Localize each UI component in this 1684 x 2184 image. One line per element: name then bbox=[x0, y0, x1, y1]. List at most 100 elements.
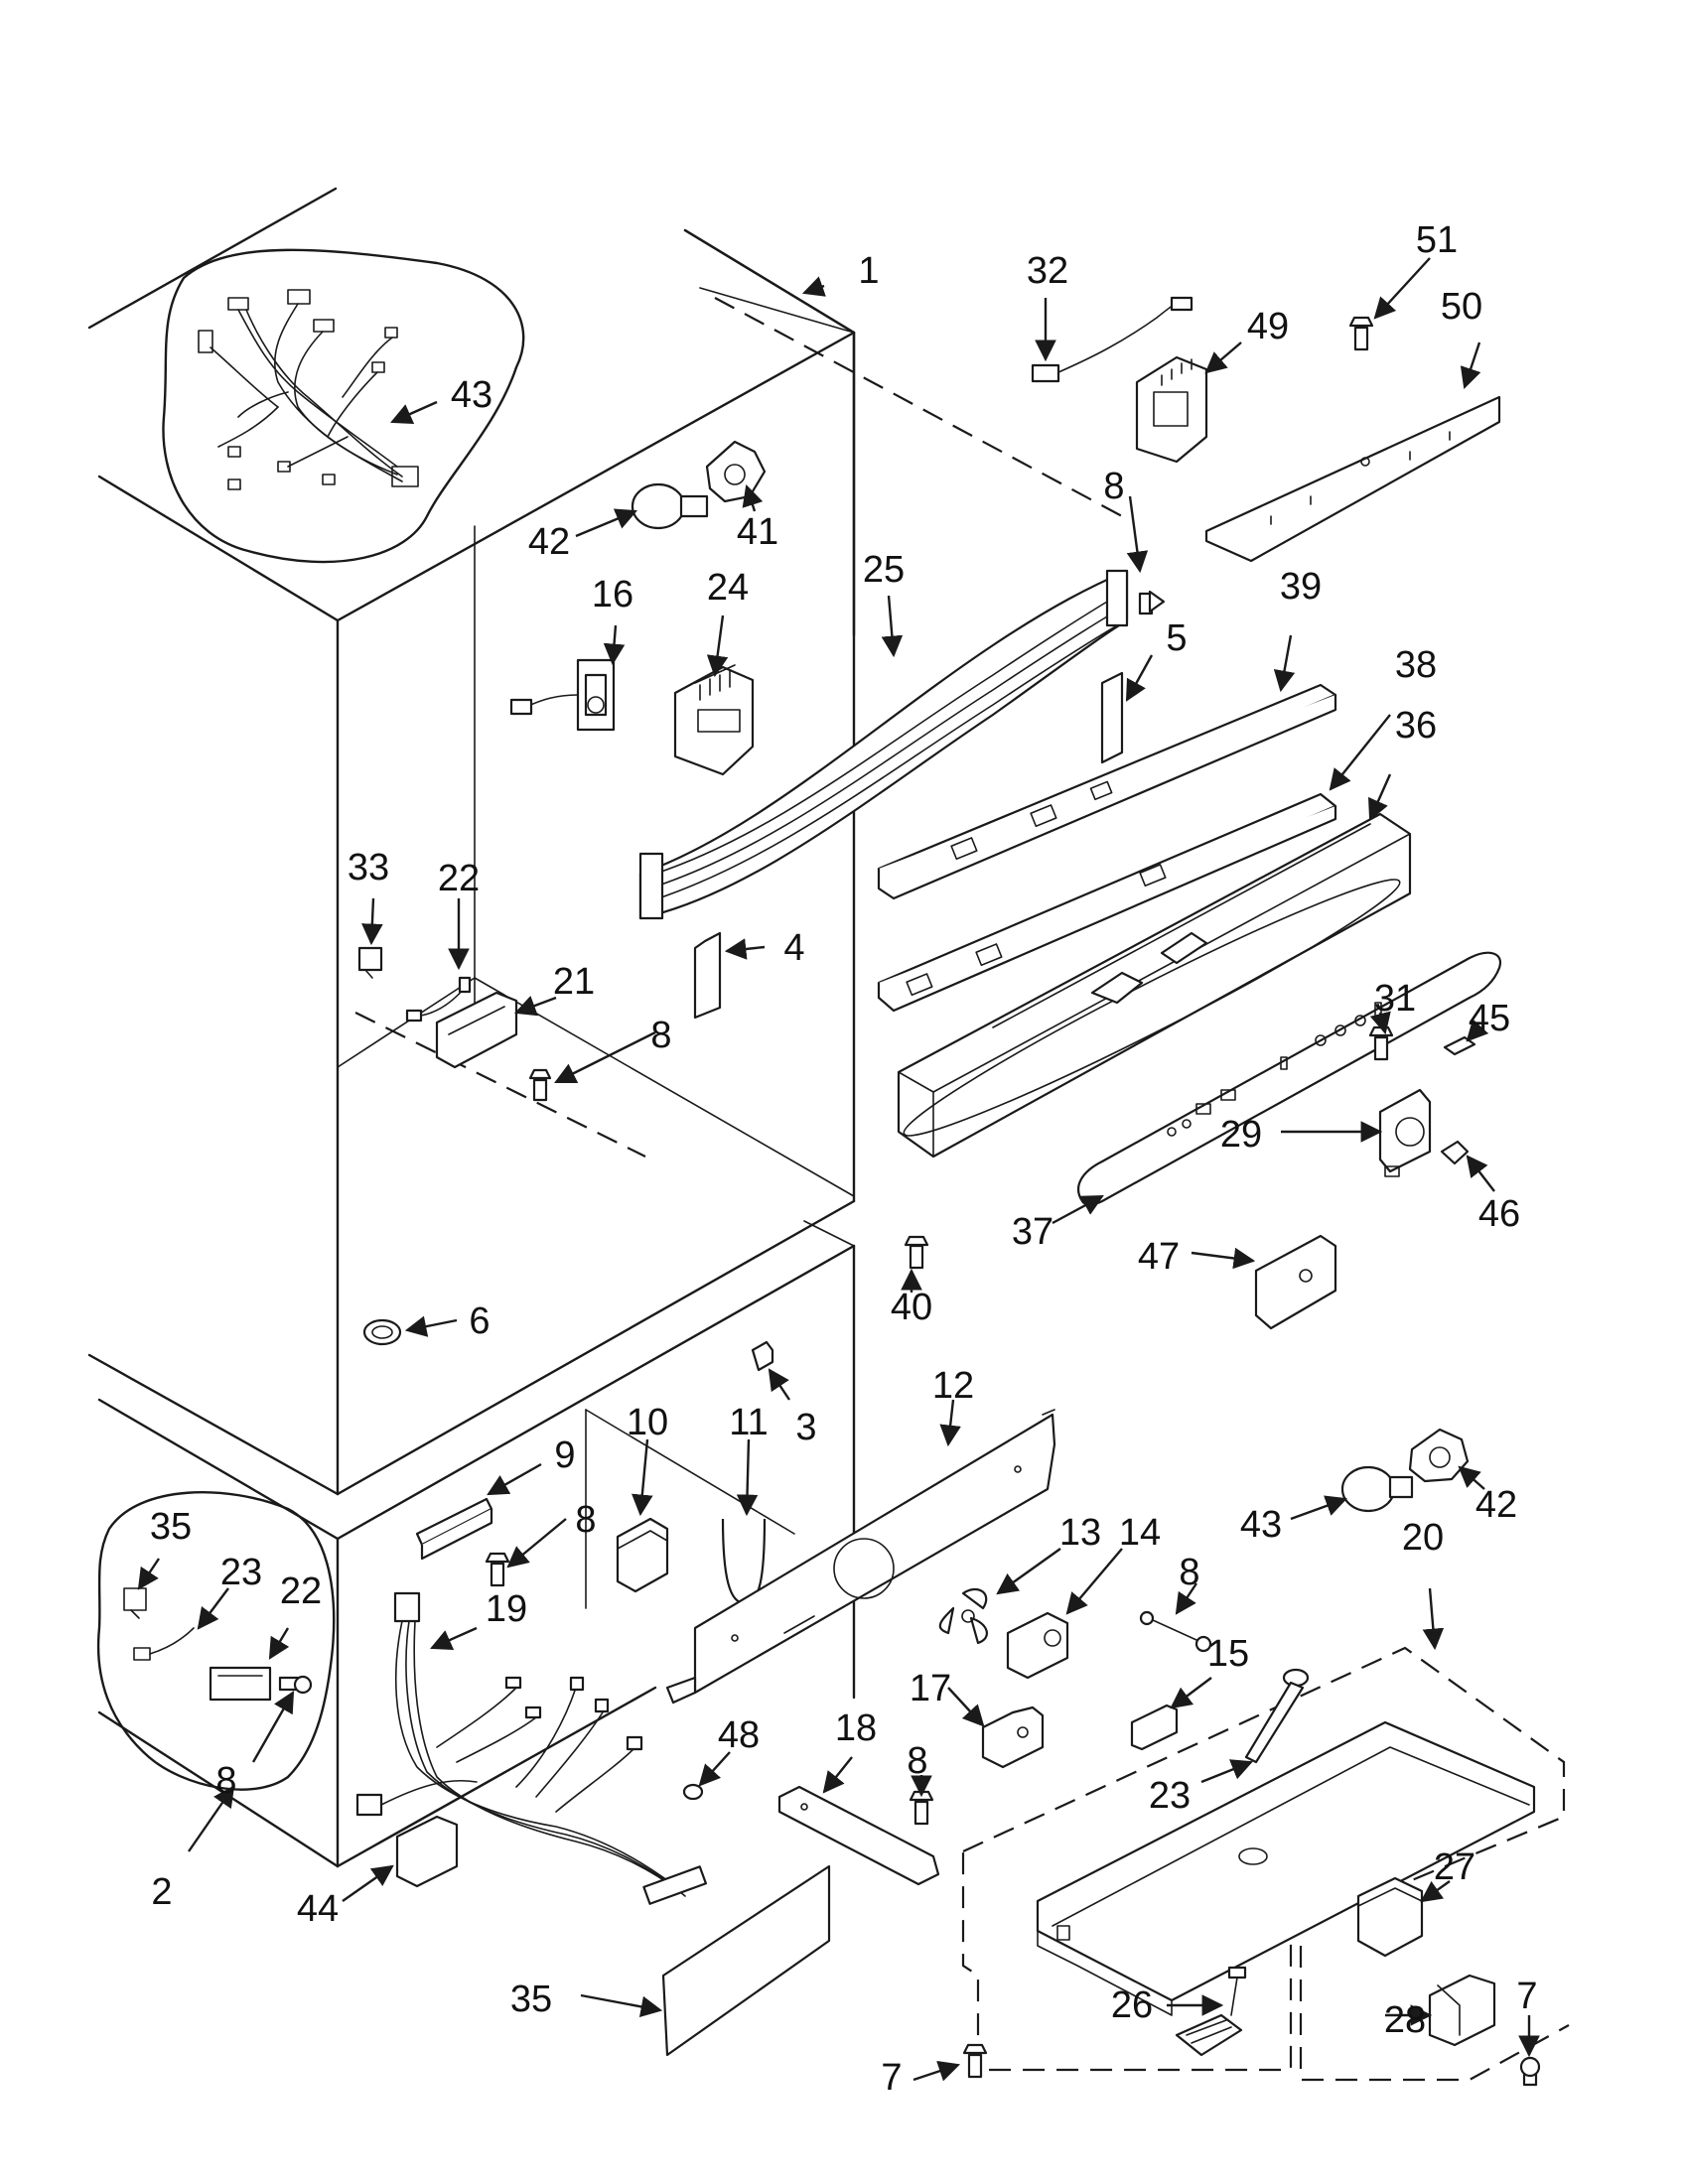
callout-leader-31 bbox=[1369, 1011, 1391, 1035]
callout-label-15: 15 bbox=[1207, 1633, 1249, 1675]
callout-label-26: 26 bbox=[1111, 1984, 1153, 2026]
bracket-35-upper bbox=[357, 946, 383, 979]
callout-label-41: 41 bbox=[737, 511, 778, 553]
callout-label-9: 9 bbox=[554, 1434, 575, 1476]
callout-label-40: 40 bbox=[891, 1287, 932, 1328]
callout-leader-11 bbox=[736, 1438, 759, 1517]
callout-leader-8 bbox=[554, 1030, 656, 1084]
callout-leader-7 bbox=[912, 2060, 961, 2082]
callout-leader-47 bbox=[1191, 1247, 1256, 1270]
callout-label-43: 43 bbox=[1240, 1504, 1282, 1546]
callout-leader-46 bbox=[1466, 1155, 1495, 1192]
callout-label-47: 47 bbox=[1138, 1236, 1180, 1278]
callout-label-22: 22 bbox=[280, 1570, 322, 1612]
screw-7-right bbox=[1519, 2056, 1541, 2087]
clip-3 bbox=[751, 1340, 774, 1372]
housing-25 bbox=[673, 664, 755, 776]
callout-label-51: 51 bbox=[1416, 219, 1458, 261]
callout-label-17: 17 bbox=[910, 1668, 951, 1709]
callout-label-5: 5 bbox=[1166, 617, 1187, 659]
screw-7-left bbox=[962, 2043, 988, 2079]
screw-8-upper-right bbox=[1138, 590, 1166, 615]
callout-label-37: 37 bbox=[1012, 1211, 1053, 1253]
callout-label-44: 44 bbox=[297, 1888, 339, 1930]
callout-leader-16 bbox=[603, 624, 626, 666]
callout-leaders bbox=[137, 257, 1540, 2082]
callout-leader-8 bbox=[1126, 495, 1149, 574]
callout-leader-49 bbox=[1204, 341, 1242, 374]
callout-leader-39 bbox=[1273, 634, 1296, 693]
switch-22-upper bbox=[435, 991, 518, 1069]
callout-leader-2 bbox=[188, 1785, 235, 1852]
callout-leader-35 bbox=[580, 1993, 663, 2018]
callout-label-25: 25 bbox=[863, 549, 905, 591]
callout-label-39: 39 bbox=[1280, 566, 1322, 608]
callout-leader-45 bbox=[1466, 1019, 1489, 1042]
callout-leader-12 bbox=[939, 1399, 961, 1447]
cover-51 bbox=[1204, 395, 1501, 563]
callout-leader-8 bbox=[251, 1691, 295, 1763]
callout-label-35: 35 bbox=[510, 1979, 552, 2020]
callout-label-3: 3 bbox=[795, 1407, 816, 1448]
callout-leader-15 bbox=[1170, 1677, 1212, 1709]
callout-label-28: 28 bbox=[1384, 1999, 1426, 2041]
callout-label-46: 46 bbox=[1478, 1193, 1520, 1235]
callout-leader-42 bbox=[1458, 1465, 1485, 1490]
bracket-29 bbox=[1428, 1974, 1496, 2047]
callout-label-7: 7 bbox=[1516, 1976, 1537, 2017]
grille-26 bbox=[638, 569, 1129, 920]
block-5 bbox=[1100, 671, 1124, 764]
bracket-19 bbox=[777, 1785, 940, 1886]
wire-harness-20 bbox=[355, 1591, 708, 1905]
callout-label-4: 4 bbox=[783, 927, 804, 969]
control-housing-37 bbox=[897, 812, 1412, 1159]
wire-harness-detail-bottom bbox=[96, 1491, 336, 1791]
callout-leader-23 bbox=[1200, 1759, 1254, 1784]
callout-leader-33 bbox=[361, 897, 383, 946]
screw-52 bbox=[1348, 316, 1374, 351]
panel-13 bbox=[665, 1409, 1056, 1705]
callout-leader-50 bbox=[1460, 341, 1481, 390]
screw-8-lower-left bbox=[485, 1552, 510, 1587]
callout-label-21: 21 bbox=[553, 961, 595, 1003]
callout-label-13: 13 bbox=[1059, 1512, 1101, 1554]
sensor-33 bbox=[1031, 296, 1193, 383]
callout-label-23: 23 bbox=[220, 1552, 262, 1593]
block-11 bbox=[616, 1517, 669, 1593]
callout-label-31: 31 bbox=[1374, 978, 1416, 1020]
callout-leader-22 bbox=[268, 1627, 290, 1660]
bracket-10 bbox=[415, 1497, 493, 1561]
callout-label-8: 8 bbox=[907, 1740, 927, 1782]
grommet-49 bbox=[682, 1783, 704, 1801]
plug-6 bbox=[362, 1318, 402, 1346]
callout-label-23: 23 bbox=[1149, 1775, 1191, 1817]
lamp-socket-lower bbox=[1408, 1428, 1470, 1483]
housing-50 bbox=[1135, 355, 1208, 464]
callout-label-6: 6 bbox=[469, 1300, 490, 1342]
bracket-16 bbox=[1130, 1704, 1179, 1751]
callout-leader-44 bbox=[342, 1864, 394, 1902]
clip-47 bbox=[1440, 1140, 1470, 1165]
callout-leader-21 bbox=[513, 996, 557, 1017]
callout-label-14: 14 bbox=[1119, 1512, 1161, 1554]
callout-label-1: 1 bbox=[858, 250, 879, 292]
callout-label-20: 20 bbox=[1402, 1517, 1444, 1559]
callout-label-24: 24 bbox=[707, 567, 749, 609]
screw-8-lower-right bbox=[909, 1790, 934, 1826]
sensor-17 bbox=[509, 658, 616, 732]
callout-label-10: 10 bbox=[627, 1402, 668, 1443]
callout-leader-3 bbox=[768, 1368, 790, 1401]
callout-leader-6 bbox=[404, 1315, 458, 1337]
lamp-socket-upper bbox=[705, 440, 767, 503]
control-board-39 bbox=[877, 792, 1337, 1013]
wire-harness-detail-top bbox=[162, 248, 525, 564]
screw-41 bbox=[904, 1235, 929, 1270]
callout-label-43: 43 bbox=[451, 374, 492, 416]
callout-leader-43 bbox=[390, 400, 438, 424]
callout-label-38: 38 bbox=[1395, 644, 1437, 686]
clip-46 bbox=[1443, 1035, 1476, 1056]
callout-label-36: 36 bbox=[1395, 705, 1437, 747]
callout-label-2: 2 bbox=[151, 1871, 172, 1913]
